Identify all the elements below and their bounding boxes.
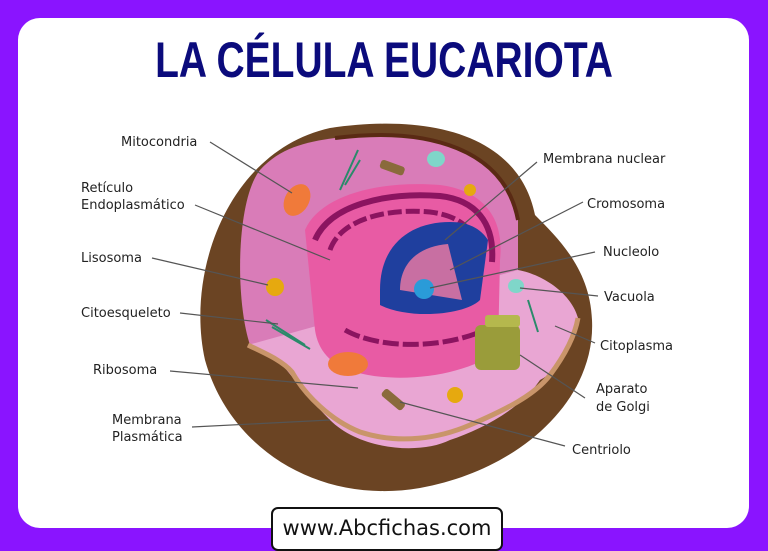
centriole-1 xyxy=(379,159,405,176)
golgi-apparatus xyxy=(475,325,520,370)
lysosome-2 xyxy=(464,184,476,196)
label-golgi-line2: de Golgi xyxy=(596,400,650,415)
label-centriolo: Centriolo xyxy=(572,443,631,458)
cytoskeleton xyxy=(265,149,539,350)
label-nucleolo: Nucleolo xyxy=(603,245,660,260)
label-lisosoma: Lisosoma xyxy=(81,251,142,266)
label-membrana-plasmatica-line1: Membrana xyxy=(112,413,182,428)
label-golgi-line1: Aparato xyxy=(596,382,648,397)
mitochondria-2 xyxy=(328,352,368,376)
centriole-2 xyxy=(381,389,405,411)
lysosome-3 xyxy=(447,387,463,403)
label-ribosoma: Ribosoma xyxy=(93,363,158,378)
nucleolus xyxy=(414,279,434,299)
label-reticulo-line1: Retículo xyxy=(81,181,134,196)
label-reticulo-line2: Endoplasmático xyxy=(81,198,185,213)
label-citoesqueleto: Citoesqueleto xyxy=(81,306,171,321)
vacuole-1 xyxy=(427,151,445,167)
label-citoplasma: Citoplasma xyxy=(600,339,673,354)
label-mitocondria: Mitocondria xyxy=(121,135,198,150)
leader-lines xyxy=(151,141,599,447)
lysosome-1 xyxy=(266,278,284,296)
label-membrana-plasmatica-line2: Plasmática xyxy=(112,430,183,445)
label-vacuola: Vacuola xyxy=(604,290,655,305)
page-title: LA CÉLULA EUCARIOTA xyxy=(155,32,613,88)
label-cromosoma: Cromosoma xyxy=(587,197,666,212)
vacuole-2 xyxy=(508,279,524,293)
label-membrana-nuclear: Membrana nuclear xyxy=(543,152,666,167)
website-link[interactable]: www.Abcfichas.com xyxy=(271,507,503,551)
